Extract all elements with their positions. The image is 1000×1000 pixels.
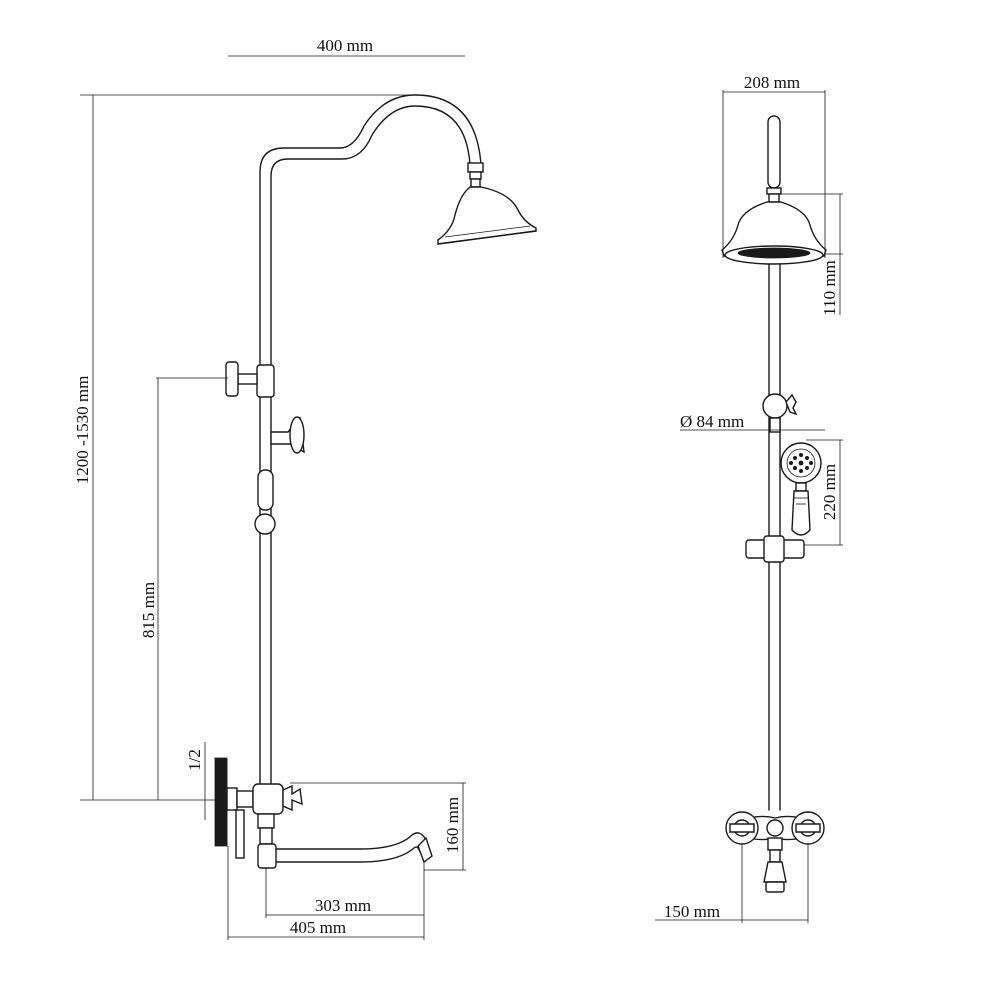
side-view: 400 mm 1200 -1530 mm 815 mm 1/2 160 mm bbox=[73, 36, 537, 940]
dimension-label-spout-reach-outer: 405 mm bbox=[290, 918, 346, 937]
bath-spout bbox=[257, 832, 433, 869]
dimension-label-handshower-length: 220 mm bbox=[820, 464, 839, 520]
dimension-label-width-top: 400 mm bbox=[317, 36, 373, 55]
dimension-label-inlet-spacing: 150 mm bbox=[664, 902, 720, 921]
dimension-inlet-spacing: 150 mm bbox=[655, 844, 809, 923]
dimension-spout-reach-outer: 405 mm bbox=[227, 846, 425, 940]
dimension-handshower-length: 220 mm bbox=[804, 439, 843, 546]
dimension-label-height-inlet: 815 mm bbox=[139, 582, 158, 638]
overhead-shower-head-front bbox=[721, 201, 827, 265]
dimension-label-thread: 1/2 bbox=[185, 749, 204, 771]
upper-bracket-front bbox=[762, 393, 798, 433]
handshower-front bbox=[780, 442, 822, 536]
dimension-label-spout-drop: 160 mm bbox=[443, 797, 462, 853]
dimension-height-total: 1200 -1530 mm bbox=[73, 94, 415, 801]
dimension-label-handshower-diameter: Ø 84 mm bbox=[680, 412, 744, 431]
dimension-spout-reach-inner: 303 mm bbox=[265, 862, 425, 918]
dimension-head-height: 110 mm bbox=[781, 193, 843, 316]
dimension-label-head-height: 110 mm bbox=[820, 260, 839, 316]
slide-knob bbox=[254, 513, 276, 535]
front-view: 208 mm 110 mm Ø 84 mm 220 mm 150 mm bbox=[655, 73, 843, 923]
handshower-holder bbox=[257, 416, 305, 511]
dimension-height-inlet: 815 mm bbox=[139, 377, 228, 800]
dimension-handshower-diameter: Ø 84 mm bbox=[680, 412, 825, 431]
dimension-thread: 1/2 bbox=[185, 742, 206, 820]
slide-bracket-front bbox=[745, 535, 805, 563]
overhead-shower-head-side bbox=[437, 162, 537, 245]
dimension-label-spout-reach-inner: 303 mm bbox=[315, 896, 371, 915]
dimension-label-head-diameter: 208 mm bbox=[744, 73, 800, 92]
wall-plate bbox=[214, 757, 228, 847]
dimension-width-top: 400 mm bbox=[228, 36, 465, 57]
riser-pipe bbox=[259, 94, 482, 791]
dimension-label-height-total: 1200 -1530 mm bbox=[73, 376, 92, 485]
mixer-body bbox=[226, 783, 303, 859]
arm-rod-front bbox=[766, 115, 782, 203]
mixer-front bbox=[725, 811, 825, 893]
dimension-head-diameter: 208 mm bbox=[722, 73, 826, 258]
upper-bracket bbox=[225, 361, 275, 398]
dimension-spout-drop: 160 mm bbox=[290, 782, 466, 871]
